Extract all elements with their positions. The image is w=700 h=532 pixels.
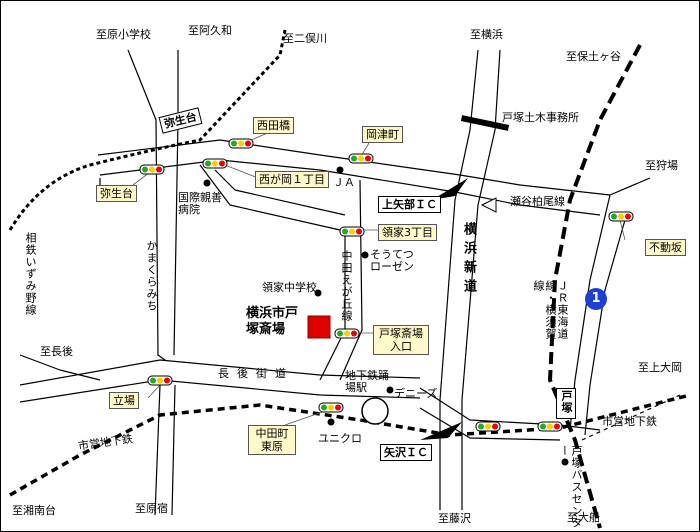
signal-nishigaoka: 西が岡１丁目 bbox=[255, 171, 329, 188]
kamakura-michi-label: かまくらみち bbox=[145, 240, 158, 312]
signal-nishidabashi: 西田橋 bbox=[253, 117, 294, 134]
seya-line-label: 瀬谷柏尾線 bbox=[510, 195, 565, 208]
dir-harajuku: 至原宿 bbox=[135, 502, 168, 515]
dir-hodogaya: 至保土ヶ谷 bbox=[566, 50, 621, 63]
signal-tachiba: 立場 bbox=[109, 392, 139, 409]
signal-douzucho: 岡津町 bbox=[362, 126, 403, 143]
dir-harasho: 至原小学校 bbox=[96, 28, 151, 41]
poi-dots bbox=[203, 166, 569, 466]
totsuka-office: 戸塚土木事務所 bbox=[502, 111, 579, 124]
kamiyabe-arrow bbox=[432, 178, 468, 200]
ryoke-jhs: 領家中学校 bbox=[262, 281, 317, 294]
signal-yayoidai: 弥生台 bbox=[96, 185, 137, 202]
uniqlo: ユニクロ bbox=[318, 432, 362, 445]
dir-yokohama: 至横浜 bbox=[470, 28, 503, 41]
yokohama-shindo-label: 横浜新道 bbox=[461, 222, 476, 298]
jr-line-label: ＪＲ東海道線・横須賀線 bbox=[532, 280, 569, 340]
nagago-kaido-label: 長後街道 bbox=[218, 367, 294, 380]
yazawa-arrow bbox=[420, 422, 462, 440]
kokusai-hospital: 国際親善病院 bbox=[178, 191, 222, 216]
dennys: デニーズ bbox=[394, 387, 438, 400]
signal-nakada-higashi: 中田町東原 bbox=[248, 425, 296, 455]
subway-label-east: 市営地下鉄 bbox=[602, 415, 657, 428]
nakada-gaoka-label: 中田えが丘線 bbox=[340, 250, 353, 322]
ja: ＪＡ bbox=[333, 176, 355, 189]
signal-fudozaka: 不動坂 bbox=[645, 239, 686, 256]
sotetsu-rosen: そうてつローゼン bbox=[370, 248, 414, 273]
signal-totsuka-entrance: 戸塚斎場入口 bbox=[373, 325, 429, 355]
road-kamiooka bbox=[581, 394, 681, 441]
odoriba-rotary bbox=[361, 397, 389, 425]
yazawa-ic: 矢沢ＩＣ bbox=[380, 444, 432, 461]
crematorium-label: 横浜市戸塚斎場 bbox=[246, 306, 299, 337]
callout-lines bbox=[132, 131, 626, 426]
dir-shonandai: 至湘南台 bbox=[12, 504, 56, 517]
dir-fujisawa: 至藤沢 bbox=[438, 512, 471, 525]
signal-ryoke3: 領家3丁目 bbox=[378, 224, 437, 241]
dir-akuwa: 至阿久和 bbox=[188, 24, 232, 37]
dir-nimata: 至二俣川 bbox=[283, 32, 327, 45]
totsuka-bus-center: 戸塚バスセンター bbox=[558, 445, 583, 529]
destination-marker bbox=[307, 315, 331, 339]
totsuka-station: 戸塚 bbox=[556, 388, 576, 419]
dir-ofuna: 至大船 bbox=[567, 511, 600, 524]
jr-railway bbox=[547, 44, 642, 529]
junction-triangle bbox=[480, 197, 497, 213]
kamiyabe-ic: 上矢部ＩＣ bbox=[378, 196, 441, 213]
route-1-shield: 1 bbox=[585, 288, 607, 310]
traffic-signals bbox=[139, 138, 634, 432]
dir-kamiooka: 至上大岡 bbox=[638, 361, 682, 374]
subway-station: 地下鉄踊場駅 bbox=[345, 369, 389, 394]
office-bar bbox=[460, 115, 510, 131]
sotetsu-izumino-railway bbox=[8, 29, 287, 231]
sotetsu-izumino-label: 相鉄いずみ野線 bbox=[24, 232, 37, 316]
dir-karihara: 至狩場 bbox=[645, 159, 678, 172]
dir-nagago: 至長後 bbox=[40, 345, 73, 358]
